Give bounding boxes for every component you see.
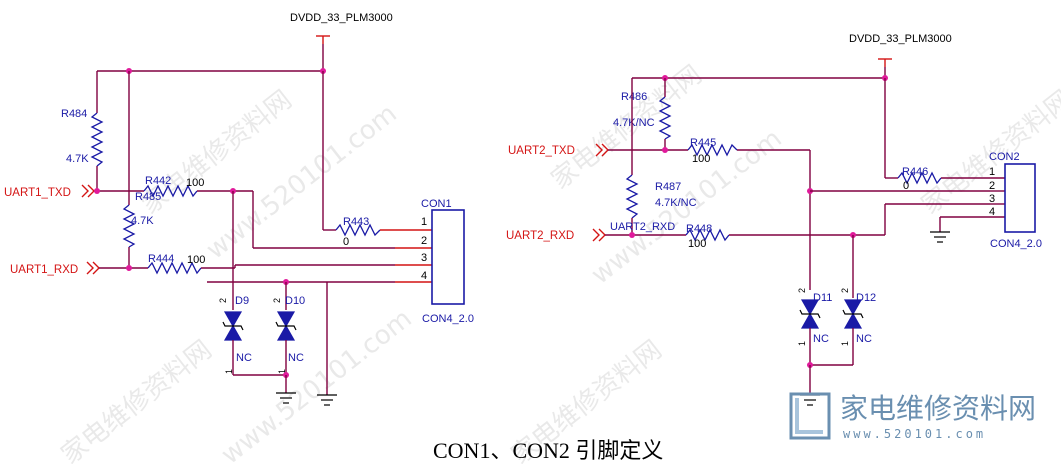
d12-value: NC	[856, 333, 872, 345]
logo-frame-icon	[789, 392, 831, 440]
ground-symbol	[800, 394, 820, 406]
r444-ref: R444	[148, 253, 174, 265]
port-arrow	[595, 143, 603, 157]
ground-symbol	[930, 231, 950, 243]
d9-pin-a: 2	[218, 298, 228, 303]
resistor-r443	[335, 223, 381, 237]
resistor-r448	[685, 228, 730, 242]
r487-value: 4.7K/NC	[655, 197, 697, 209]
con1-ref: CON1	[421, 198, 452, 210]
right-circuit: DVDD_33_PLM3000 R486 4.7K/NC R487 4.7K/N…	[506, 33, 1042, 406]
connector-con1	[431, 209, 465, 305]
d9-pin-k: 1	[224, 369, 234, 374]
r443-value: 0	[343, 236, 349, 248]
r442-ref: R442	[145, 175, 171, 187]
r445-value: 100	[692, 153, 710, 165]
d10-ref: D10	[285, 295, 305, 307]
r446-value: 0	[903, 180, 909, 192]
connector-con2	[1004, 163, 1036, 233]
r485-value: 4.7K	[131, 215, 154, 227]
logo-url: www.520101.com	[843, 427, 986, 441]
r443-ref: R443	[343, 216, 369, 228]
watermark-url: www.520101.com	[216, 304, 418, 467]
con1-pin-1: 1	[421, 216, 427, 228]
power-net-label-right: DVDD_33_PLM3000	[849, 33, 952, 45]
diode-d12	[843, 299, 863, 316]
d12-pin-k: 1	[840, 341, 850, 346]
diode-d11	[800, 299, 820, 316]
d12-ref: D12	[856, 292, 876, 304]
r448-ref: R448	[686, 223, 712, 235]
d10-pin-k: 1	[277, 369, 287, 374]
site-logo: 家电维修资料网 www.520101.com	[789, 392, 1036, 441]
resistor-r442	[143, 184, 198, 198]
d12-pin-a: 2	[840, 288, 850, 293]
port-arrow	[592, 228, 600, 242]
diode-d9	[223, 311, 243, 328]
port-uart2-txd: UART2_TXD	[508, 145, 575, 157]
ground-symbol	[276, 392, 296, 404]
port-arrow	[86, 261, 94, 275]
port-uart1-txd: UART1_TXD	[4, 187, 71, 199]
junction-dot	[662, 147, 668, 153]
con2-part: CON4_2.0	[990, 238, 1042, 250]
resistor-r444	[147, 261, 202, 275]
r446-ref: R446	[902, 166, 928, 178]
d10-value: NC	[288, 352, 304, 364]
port-uart1-rxd: UART1_RXD	[10, 264, 78, 276]
con2-pin-2: 2	[989, 180, 995, 192]
watermark-text: 家电维修资料网	[56, 335, 218, 467]
r484-ref: R484	[61, 108, 87, 120]
con2-pin-4: 4	[989, 206, 995, 218]
con2-ref: CON2	[989, 151, 1020, 163]
resistor-r445	[687, 143, 738, 157]
con1-part: CON4_2.0	[422, 313, 474, 325]
r487-ref: R487	[655, 181, 681, 193]
resistor-r485	[122, 204, 136, 248]
r486-ref: R486	[621, 91, 647, 103]
figure-caption: CON1、CON2 引脚定义	[433, 438, 663, 463]
con1-pin-2: 2	[421, 235, 427, 247]
d11-value: NC	[813, 333, 829, 345]
port-label-uart2-rxd-net: UART2_RXD	[610, 221, 675, 233]
junction-dot	[126, 265, 132, 271]
d10-pin-a: 2	[272, 298, 282, 303]
resistor-r446	[897, 171, 942, 185]
logo-text: 家电维修资料网	[840, 392, 1036, 425]
resistor-r487	[625, 174, 639, 219]
port-uart2-rxd: UART2_RXD	[506, 230, 574, 242]
left-circuit: DVDD_33_PLM3000 R484 4.7K R485 4.7K UART…	[4, 12, 474, 406]
con2-pin-3: 3	[989, 193, 995, 205]
r444-value: 100	[187, 254, 205, 266]
d9-value: NC	[236, 352, 252, 364]
junction-dot	[94, 188, 100, 194]
ground-symbol	[317, 394, 337, 406]
r445-ref: R445	[690, 137, 716, 149]
junction-dot	[629, 232, 635, 238]
r442-value: 100	[186, 177, 204, 189]
d11-pin-k: 1	[797, 341, 807, 346]
con2-pin-1: 1	[989, 166, 995, 178]
r486-value: 4.7K/NC	[613, 117, 655, 129]
con1-pin-3: 3	[421, 252, 427, 264]
d11-ref: D11	[813, 292, 832, 304]
resistor-r484	[90, 112, 104, 167]
resistor-r486	[658, 96, 672, 140]
r484-value: 4.7K	[66, 153, 89, 165]
power-net-label-left: DVDD_33_PLM3000	[290, 12, 393, 24]
port-arrow	[81, 184, 89, 198]
d11-pin-a: 2	[797, 288, 807, 293]
d9-ref: D9	[235, 295, 249, 307]
r448-value: 100	[688, 238, 706, 250]
diode-d10	[276, 311, 296, 328]
r485-ref: R485	[135, 191, 161, 203]
con1-pin-4: 4	[421, 270, 427, 282]
